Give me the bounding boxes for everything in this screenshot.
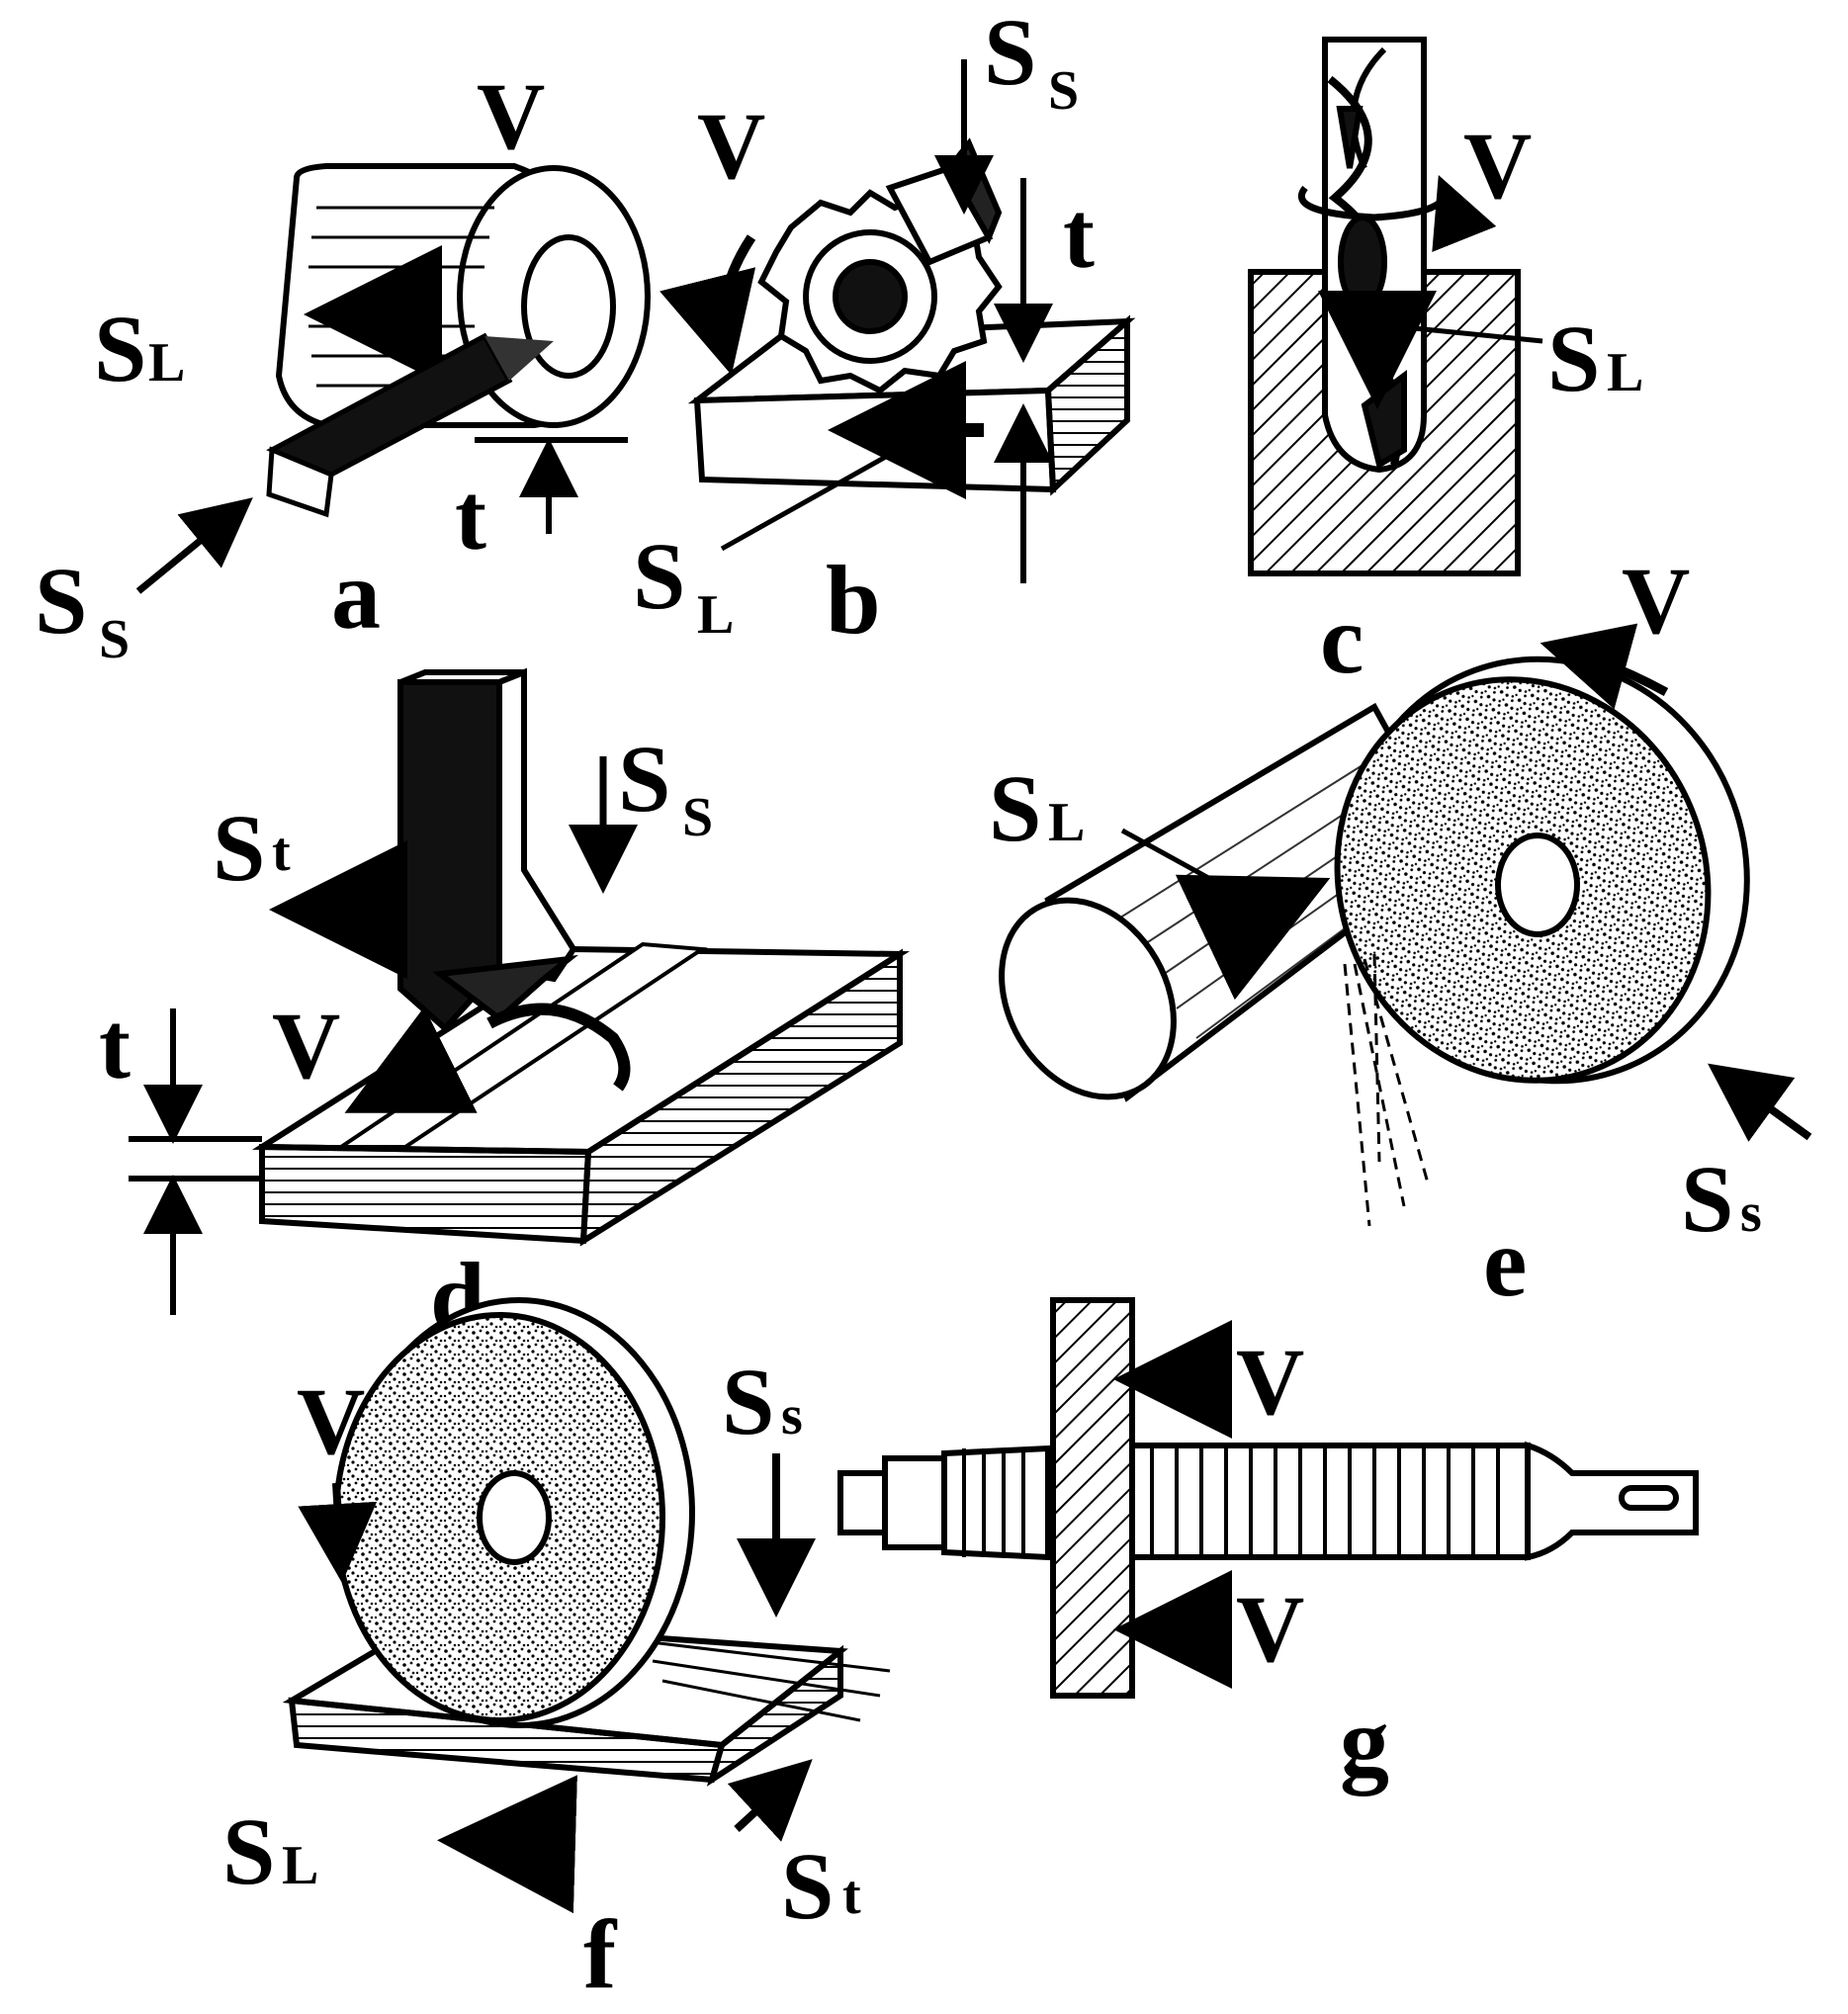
rotation-arrow [1540, 623, 1669, 710]
label-a-depth: t [455, 464, 486, 569]
label-f-feed-transverse-sub: t [842, 1865, 861, 1926]
label-b-feed-cross-sub: S [1048, 60, 1079, 122]
label-g-velocity-bottom: V [1236, 1576, 1304, 1682]
panel-a-turning: V S L S S t a [35, 63, 651, 670]
label-a-feed-longitudinal: S [94, 296, 146, 401]
cutter-section [1050, 1297, 1135, 1699]
grinding-wheel [1334, 656, 1750, 1085]
cutting-arrow [344, 1007, 478, 1113]
label-b-depth: t [1063, 182, 1095, 288]
planing-tool [397, 667, 631, 1092]
label-a-velocity: V [477, 63, 545, 169]
drill-bit [1322, 37, 1427, 474]
label-a-feed-longitudinal-sub: L [148, 332, 185, 394]
panel-d-planing: S t S S V t d [99, 667, 911, 1352]
label-b-feed-cross: S [984, 0, 1036, 105]
label-e-velocity: V [1622, 548, 1690, 654]
label-c-velocity: V [1463, 113, 1532, 219]
cutting-arrow [298, 1482, 378, 1583]
label-g-velocity-top: V [1236, 1329, 1304, 1435]
rotation-arrow [1297, 174, 1497, 252]
label-d-feed-cross: S [618, 726, 670, 832]
longitudinal-feed-arrow [437, 1775, 577, 1914]
threaded-shaft [837, 1441, 1699, 1561]
label-d-velocity: V [272, 993, 340, 1098]
label-c-feed-longitudinal: S [1547, 306, 1600, 411]
label-e-feed-longitudinal-sub: L [1048, 792, 1085, 853]
label-d-feed-transverse: S [213, 795, 265, 901]
grinding-wheel [333, 1297, 695, 1728]
milling-cutter [757, 137, 1003, 394]
panel-e-cylindrical-grinding: V S L S s e [989, 548, 1812, 1317]
label-f-velocity: V [297, 1368, 365, 1474]
cutting-tool [266, 332, 554, 518]
label-d-feed-cross-sub: S [682, 787, 713, 848]
label-a-feed-cross: S [35, 548, 87, 654]
label-e-feed-cross-sub: s [1740, 1182, 1762, 1244]
label-c-feed-longitudinal-sub: L [1607, 342, 1643, 403]
label-e-feed-longitudinal: S [989, 755, 1041, 861]
label-e-feed-cross: S [1681, 1146, 1733, 1252]
rotation-arrow [660, 234, 756, 376]
caption-b: b [826, 545, 881, 655]
label-f-feed-cross: S [722, 1349, 774, 1454]
caption-f: f [583, 1899, 618, 2009]
label-a-feed-cross-sub: S [99, 609, 130, 670]
label-f-feed-cross-sub: s [781, 1385, 803, 1446]
label-f-feed-longitudinal-sub: L [282, 1835, 318, 1896]
caption-a: a [331, 540, 381, 650]
spark-lines [1343, 953, 1431, 1227]
caption-e: e [1483, 1207, 1527, 1317]
panel-b-milling: V S S t S L b [633, 0, 1136, 655]
label-b-feed-longitudinal: S [633, 523, 685, 629]
panel-c-drilling: V S L c [1248, 37, 1643, 694]
longitudinal-leader [1120, 828, 1223, 888]
label-f-feed-transverse: S [781, 1833, 834, 1939]
longitudinal-leader [720, 432, 926, 552]
label-f-feed-longitudinal: S [222, 1798, 275, 1904]
label-b-velocity: V [697, 93, 765, 199]
label-d-depth: t [99, 993, 131, 1098]
transverse-feed-arrow [727, 1759, 813, 1842]
cross-feed-arrow [1708, 1063, 1812, 1142]
workpiece-plate [251, 941, 911, 1247]
caption-c: c [1320, 584, 1364, 694]
longitudinal-leader [1393, 323, 1543, 344]
panel-f-surface-grinding: V S s S L S t f [222, 1297, 891, 2009]
panel-g-thread-cutting: V V g [837, 1297, 1699, 1796]
label-b-feed-longitudinal-sub: L [697, 584, 734, 646]
caption-g: g [1340, 1687, 1389, 1796]
cross-feed-arrow [135, 497, 253, 594]
label-d-feed-transverse-sub: t [272, 822, 291, 883]
feed-arrow [1175, 874, 1331, 1001]
